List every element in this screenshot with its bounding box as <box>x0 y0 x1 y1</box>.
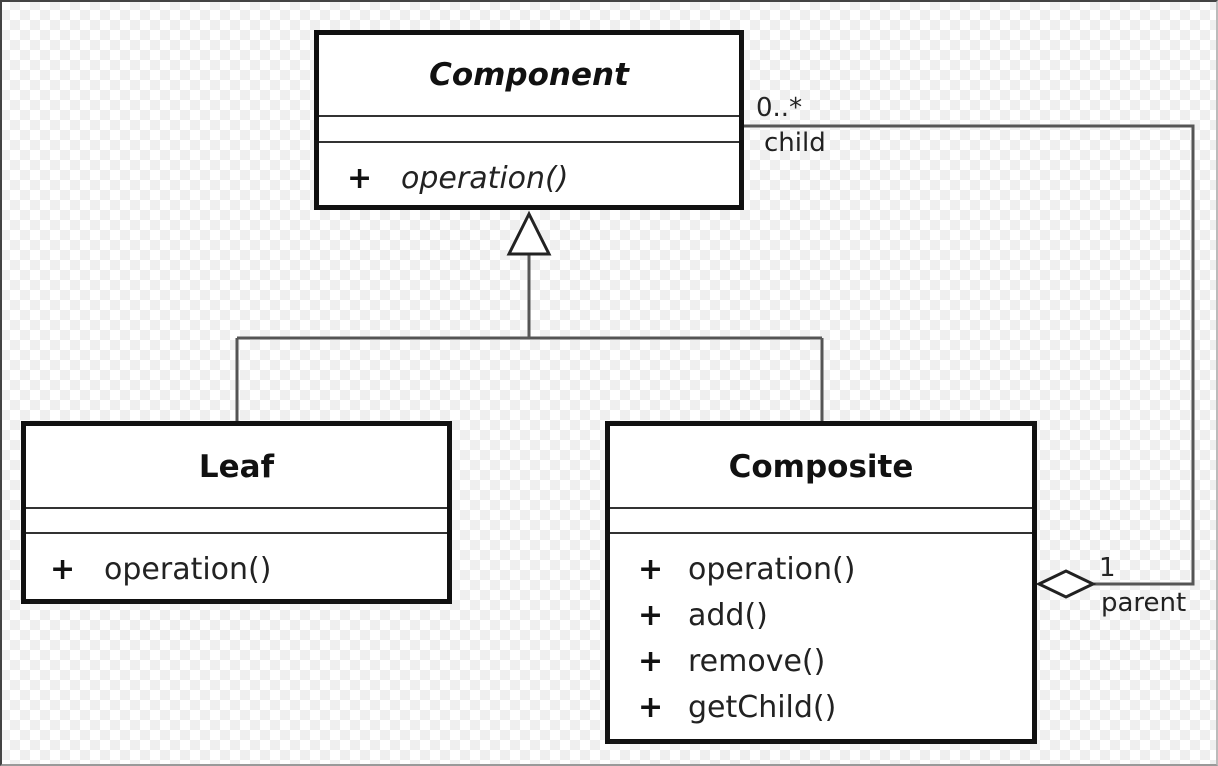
visibility-marker: + <box>638 690 664 725</box>
class-name-component: Component <box>429 57 629 93</box>
operation-row: + remove() <box>610 644 1032 680</box>
visibility-marker: + <box>638 644 664 679</box>
class-component: Component + operation() <box>314 30 744 210</box>
parent-multiplicity-label: 1 <box>1099 553 1116 583</box>
operation-signature: operation() <box>401 161 569 196</box>
class-separator <box>26 507 447 509</box>
class-name-composite: Composite <box>728 448 914 485</box>
class-leaf: Leaf + operation() <box>21 421 452 604</box>
aggregation-diamond <box>1035 569 1097 599</box>
operation-signature: remove() <box>688 644 826 679</box>
visibility-marker: + <box>638 552 664 587</box>
class-name-leaf: Leaf <box>198 448 275 485</box>
operation-row: + add() <box>610 598 1032 634</box>
visibility-marker: + <box>638 598 664 633</box>
class-separator <box>319 141 739 143</box>
class-separator <box>26 532 447 534</box>
child-role-label: child <box>764 128 826 158</box>
visibility-marker: + <box>347 161 373 196</box>
class-separator <box>610 507 1032 509</box>
operation-row: + operation() <box>610 552 1032 588</box>
class-separator <box>610 532 1032 534</box>
parent-role-label: parent <box>1101 588 1187 618</box>
aggregation-line <box>744 124 1195 586</box>
class-composite: Composite + operation() + add() + remove… <box>605 421 1037 744</box>
operation-signature: add() <box>688 598 768 633</box>
generalization-arrowhead <box>506 210 552 256</box>
child-multiplicity-label: 0..* <box>756 93 803 123</box>
visibility-marker: + <box>50 552 76 587</box>
operation-row: + operation() <box>319 161 739 197</box>
operation-signature: getChild() <box>688 690 837 725</box>
generalization-lines <box>235 254 824 424</box>
operation-signature: operation() <box>688 552 856 587</box>
operation-row: + operation() <box>26 552 447 588</box>
class-separator <box>319 115 739 117</box>
operation-row: + getChild() <box>610 690 1032 726</box>
operation-signature: operation() <box>104 552 272 587</box>
